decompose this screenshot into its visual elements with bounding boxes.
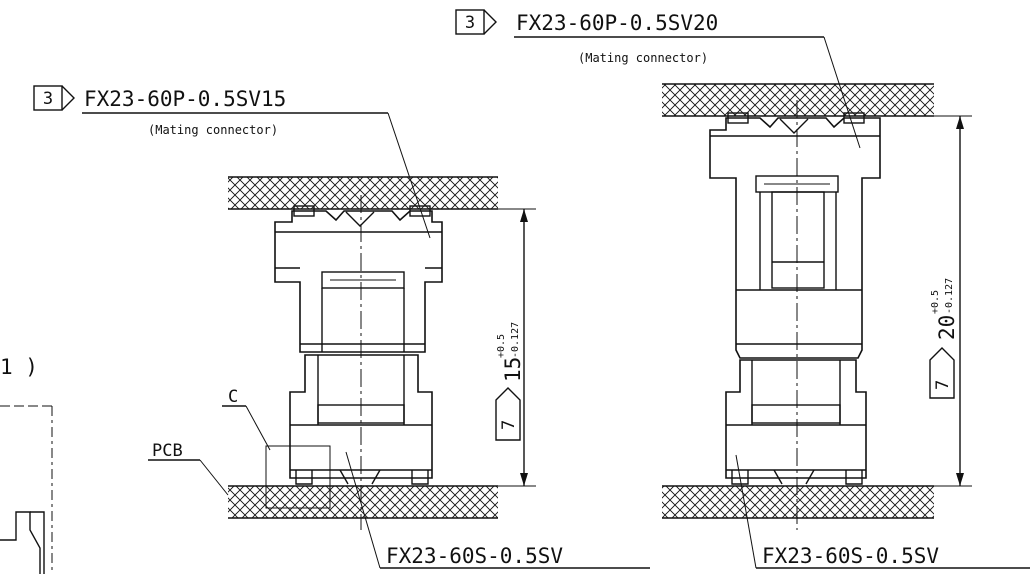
dim-tol-minus-right: -0.127 <box>944 278 955 314</box>
callout-number-right: 3 <box>465 13 475 33</box>
right-receptacle-body <box>725 359 867 485</box>
detail-c-box <box>265 445 331 509</box>
dim-tol-minus-left: -0.127 <box>510 322 521 358</box>
plug-part-label-left: FX23-60P-0.5SV15 <box>84 87 286 111</box>
left-pcb <box>228 486 498 518</box>
pcb-label: PCB <box>152 441 183 461</box>
left-assembly: 3 FX23-60P-0.5SV15 (Mating connector) FX… <box>33 85 650 569</box>
right-assembly: 3 FX23-60P-0.5SV20 (Mating connector) FX… <box>455 9 1030 569</box>
dim-ref-left: 7 <box>499 420 519 430</box>
mating-label-left: (Mating connector) <box>148 123 278 137</box>
right-plug-body <box>709 112 881 359</box>
dim-nominal-right: 20 <box>935 315 959 340</box>
detail-c-label: C <box>228 387 238 407</box>
plug-part-label-right: FX23-60P-0.5SV20 <box>516 11 718 35</box>
mating-label-right: (Mating connector) <box>578 51 708 65</box>
dim-ref-right: 7 <box>933 380 953 390</box>
left-receptacle-body <box>289 354 433 485</box>
dim-tol-plus-right: +0.5 <box>930 290 941 314</box>
dim-nominal-left: 15 <box>501 357 525 382</box>
partial-detail-view: 1 ) <box>0 355 53 574</box>
receptacle-part-label-left: FX23-60S-0.5SV <box>386 544 563 568</box>
left-height-dimension: 7 15 +0.5 -0.127 <box>495 208 536 487</box>
receptacle-part-label-right: FX23-60S-0.5SV <box>762 544 939 568</box>
right-plug-callout: 3 FX23-60P-0.5SV20 (Mating connector) <box>455 9 861 149</box>
right-top-board <box>662 84 934 116</box>
dim-tol-plus-left: +0.5 <box>496 334 507 358</box>
pcb-c-callouts: PCB C <box>148 387 271 496</box>
left-plug-body <box>274 205 443 353</box>
right-receptacle-callout: FX23-60S-0.5SV <box>735 454 1030 569</box>
partial-paren-label: 1 ) <box>0 355 38 379</box>
left-receptacle-callout: FX23-60S-0.5SV <box>345 451 650 569</box>
right-height-dimension: 7 20 +0.5 -0.127 <box>929 115 972 487</box>
callout-number-left: 3 <box>43 89 53 109</box>
left-plug-callout: 3 FX23-60P-0.5SV15 (Mating connector) <box>33 85 431 239</box>
left-top-board <box>228 177 498 209</box>
right-pcb <box>662 486 934 518</box>
